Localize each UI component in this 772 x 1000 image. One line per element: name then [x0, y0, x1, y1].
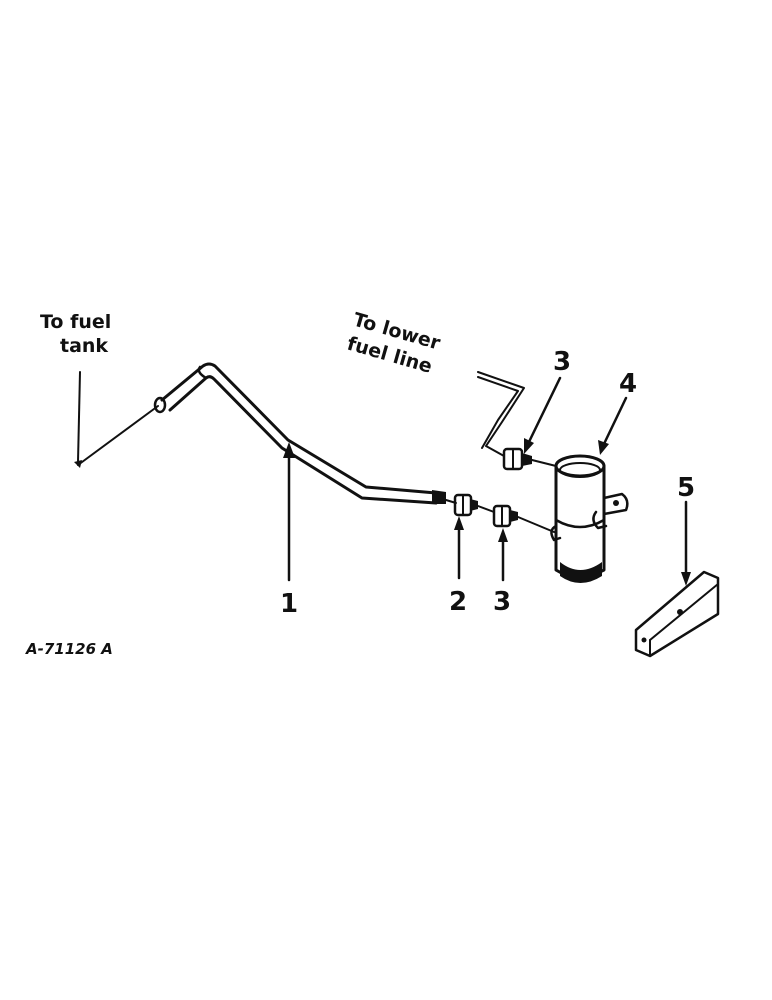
fuel-tank-line-end: [74, 460, 82, 468]
lower-fuel-line: [477, 371, 525, 457]
callout-3-upper: 3: [553, 347, 571, 377]
fitting-part-3-upper: [502, 447, 557, 471]
callout-2: 2: [449, 587, 467, 617]
connector-line: [477, 505, 495, 513]
fuel-pump: [550, 454, 629, 583]
fuel-tank-leader: [77, 371, 81, 463]
leader-arrows: [283, 376, 691, 586]
drawing-number: A-71126 A: [25, 640, 113, 658]
label-to-fuel-tank-line2: tank: [60, 335, 108, 357]
label-to-fuel-tank-line1: To fuel: [40, 311, 111, 333]
to-fuel-tank-line: [77, 405, 159, 466]
callout-5: 5: [677, 473, 695, 503]
bracket: [634, 570, 720, 658]
fuel-line-tube: [153, 362, 446, 505]
fitting-part-3-lower: [492, 504, 555, 533]
callout-4: 4: [619, 369, 637, 399]
fitting-part-2: [445, 493, 478, 517]
callout-1: 1: [280, 589, 298, 619]
callout-3-lower: 3: [493, 587, 511, 617]
